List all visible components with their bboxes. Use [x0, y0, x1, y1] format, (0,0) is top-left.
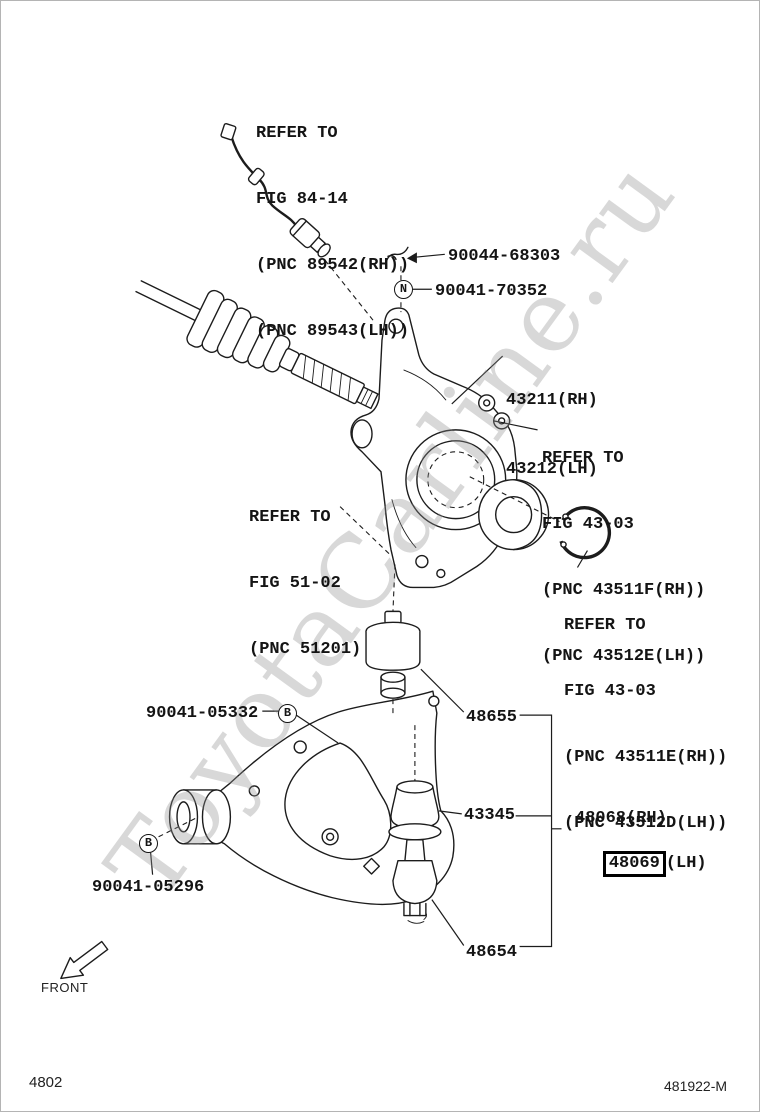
note-line: FIG 51-02: [249, 574, 341, 593]
assembly-axis-lines: [158, 259, 560, 838]
part-number-arm-rh: 48068(RH): [575, 809, 667, 828]
steering-knuckle-drawing: [350, 307, 518, 589]
snap-ring-drawing: [559, 506, 612, 560]
front-arrow: [60, 940, 109, 980]
note-line: (PNC 43511E(RH)): [564, 748, 728, 767]
harness-clip-drawing: [385, 246, 409, 265]
page-code: 4802: [29, 1074, 63, 1091]
figure-code: 481922-M: [664, 1078, 728, 1094]
bolt-symbol-b-upper: B: [278, 704, 297, 723]
note-line: (PNC 43512E(LH)): [542, 647, 706, 666]
note-line: (PNC 43511F(RH)): [542, 581, 706, 600]
note-line: REFER TO: [564, 616, 646, 635]
note-line: REFER TO: [542, 449, 624, 468]
speed-sensor-drawing: [220, 122, 331, 258]
note-line: FIG 84-14: [256, 190, 348, 209]
part-number-arm-lh: 48069(LH): [562, 829, 707, 899]
note-line: (PNC 51201): [249, 640, 362, 659]
nut-symbol-n: N: [394, 280, 413, 299]
drive-shaft-drawing: [135, 280, 379, 410]
part-number-nut: 90041-70352: [435, 282, 548, 301]
part-number-arm-sub: 48654: [466, 943, 518, 962]
part-number-knuckle-lh: 43212(LH): [506, 460, 598, 479]
note-line: FIG 43-03: [564, 682, 656, 701]
wheel-bearing-drawing: [478, 479, 550, 551]
note-steering-gear: REFER TO FIG 51-02 (PNC 51201): [249, 463, 361, 705]
part-number-clip: 90044-68303: [448, 247, 561, 266]
part-number-arm-lh-suffix: (LH): [665, 854, 707, 873]
part-number-upper-bolt: 90041-05332: [146, 704, 259, 723]
note-sensor: REFER TO FIG 84-14 (PNC 89542(RH)) (PNC …: [256, 79, 409, 387]
note-line: (PNC 89543(LH)): [256, 322, 410, 341]
note-line: (PNC 43512D(LH)): [564, 814, 728, 833]
part-number-lower-bolt: 90041-05296: [92, 878, 205, 897]
part-number-knuckle-rh: 43211(RH): [506, 391, 598, 410]
leader-lines: [150, 253, 588, 948]
note-line: FIG 43-03: [542, 515, 634, 534]
note-line: REFER TO: [249, 508, 331, 527]
note-hub-front: REFER TO FIG 43-03 (PNC 43511F(RH)) (PNC…: [542, 404, 705, 712]
part-number-ball-joint: 43345: [464, 806, 516, 825]
note-hub-rear: REFER TO FIG 43-03 (PNC 43511E(RH)) (PNC…: [564, 571, 727, 879]
ball-joint-drawing: [388, 780, 442, 924]
bolt-symbol-b-lower: B: [139, 834, 158, 853]
highlighted-part-number: 48069: [602, 851, 666, 877]
leader-arrowhead: [406, 252, 417, 264]
lower-control-arm-drawing: [168, 690, 455, 906]
note-line: (PNC 89542(RH)): [256, 256, 410, 275]
part-number-knuckle: 43211(RH) 43212(LH): [506, 343, 598, 527]
front-direction-label: FRONT: [41, 980, 89, 995]
arm-cushion-drawing: [365, 610, 421, 699]
note-line: REFER TO: [256, 124, 338, 143]
part-number-cushion: 48655: [466, 708, 518, 727]
